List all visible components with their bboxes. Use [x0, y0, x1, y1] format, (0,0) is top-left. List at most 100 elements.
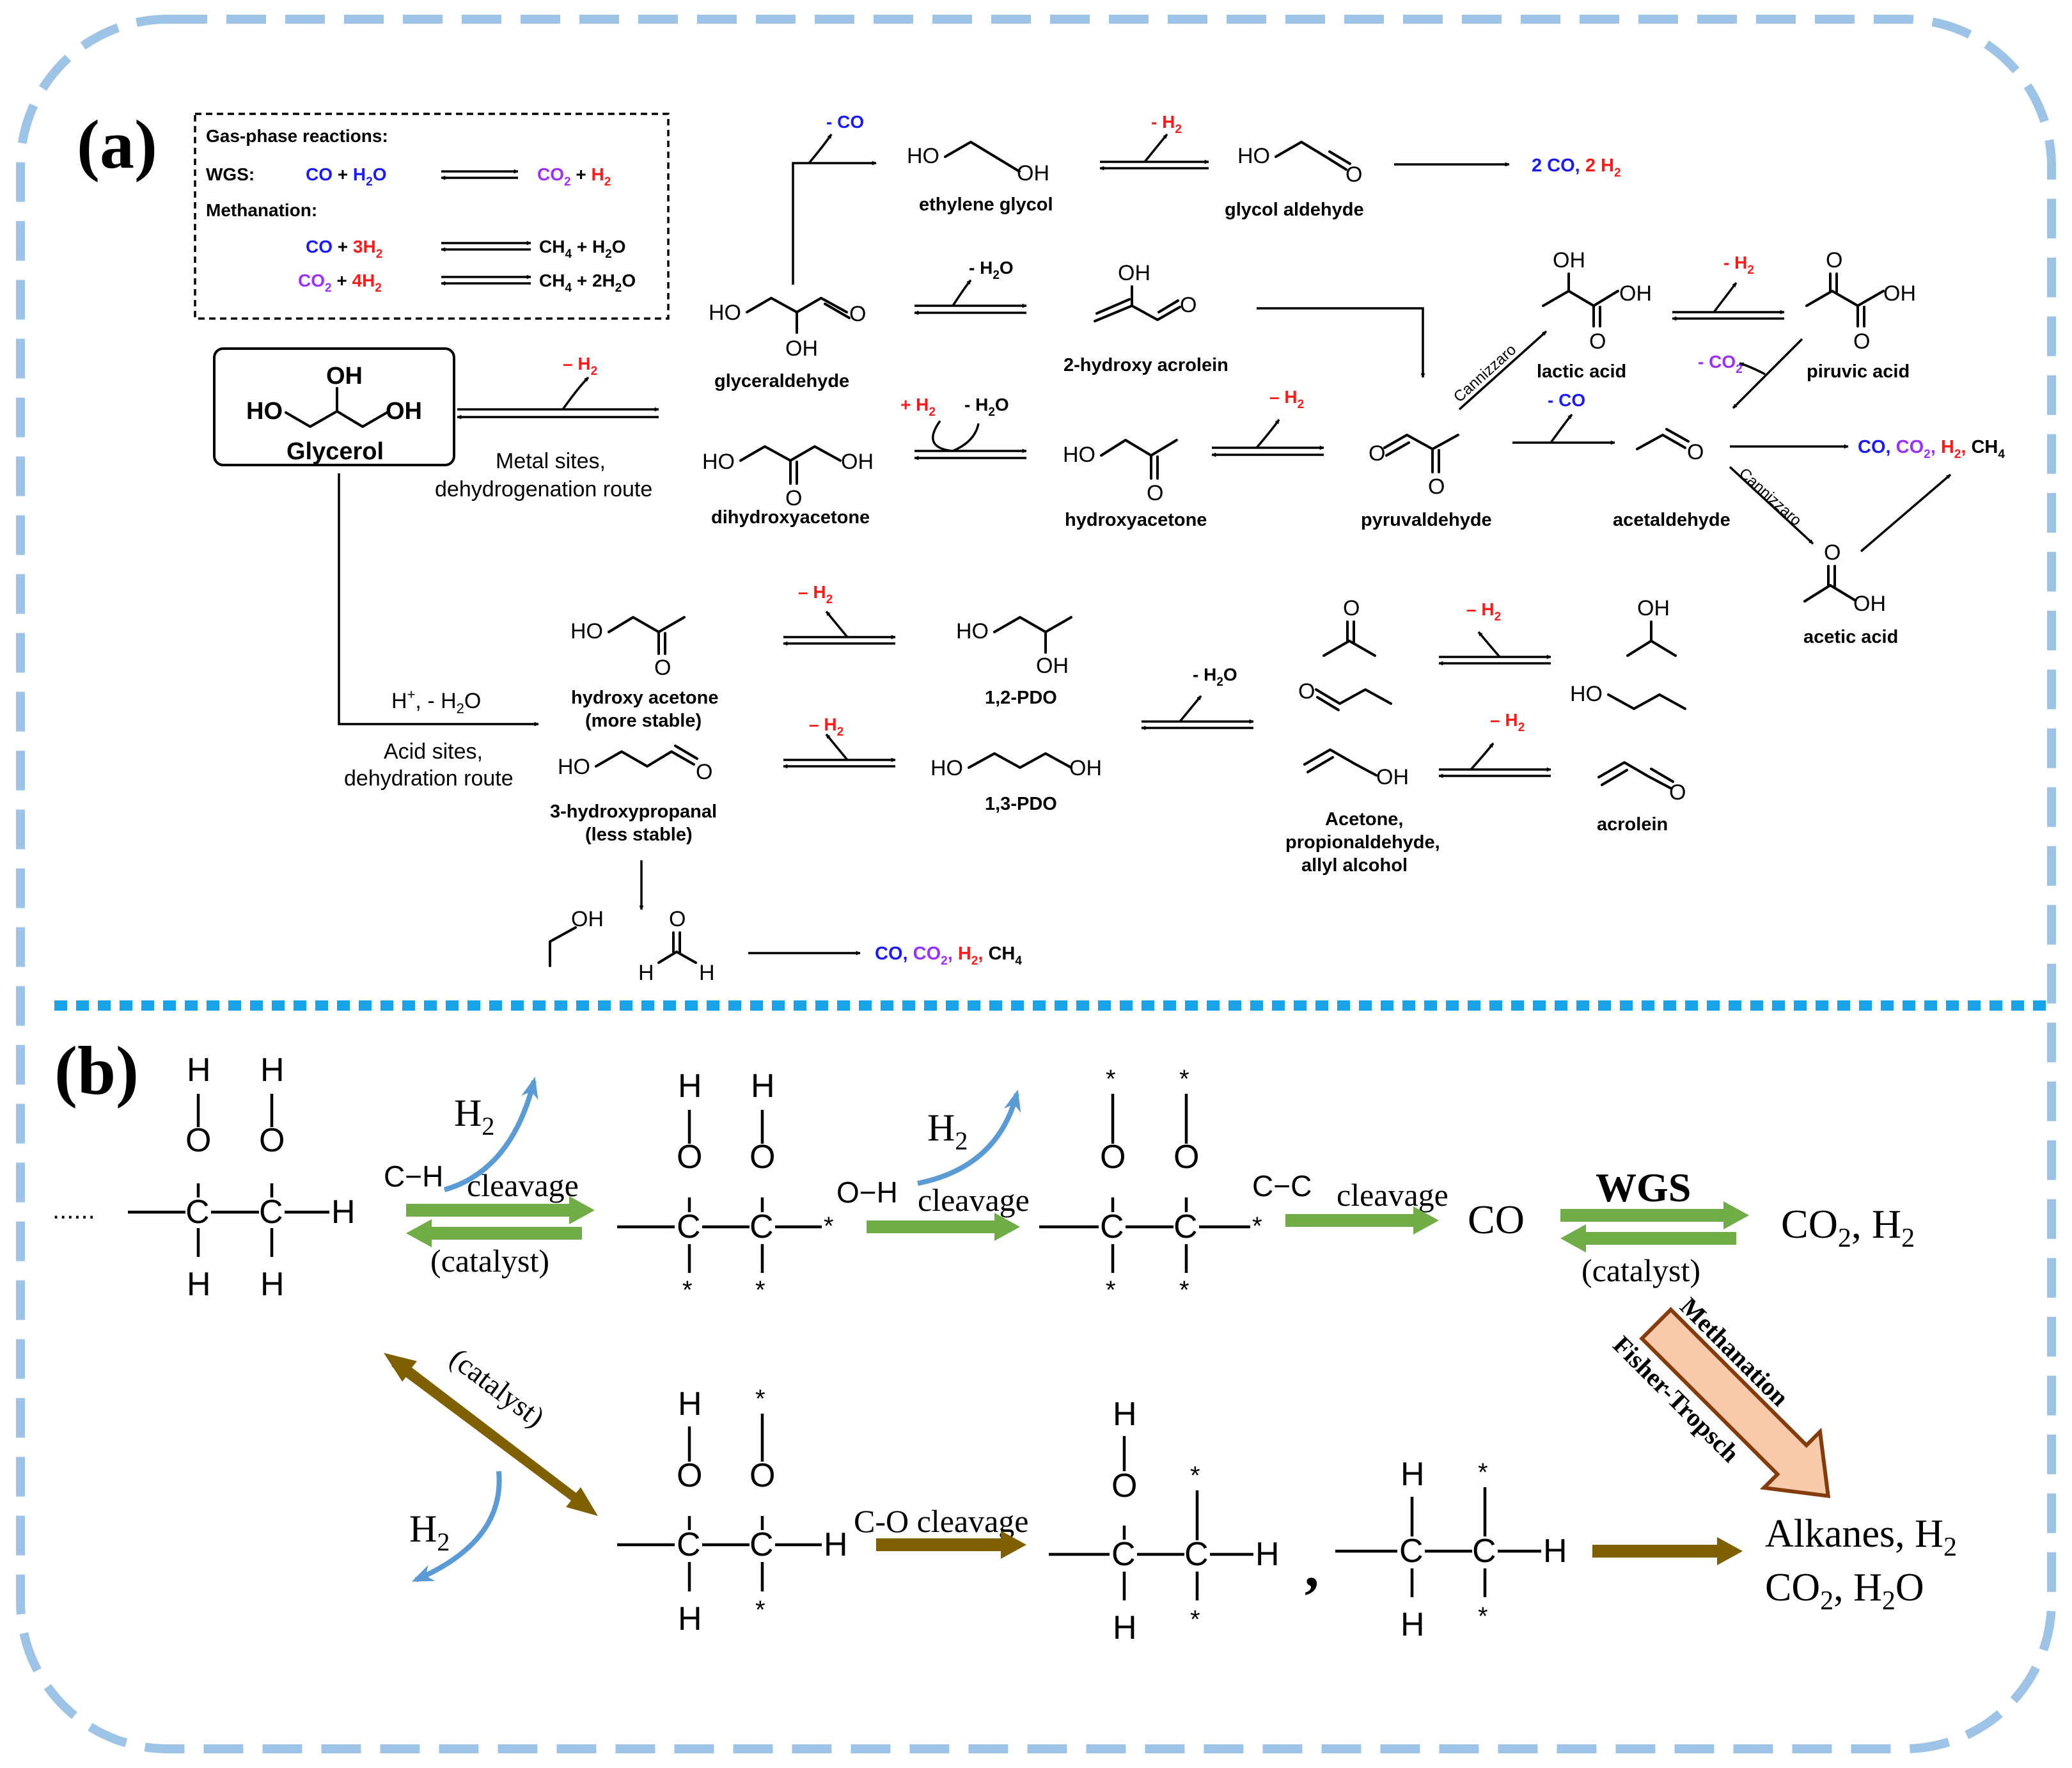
b-wgs-fwd-arrow — [1560, 1201, 1749, 1229]
b5-c2: C — [1184, 1536, 1209, 1573]
gas-phase-title: Gas-phase reactions: — [206, 126, 388, 146]
hac-o: O — [654, 656, 671, 680]
glycerol-oh-right: OH — [386, 398, 422, 425]
eg-bonds — [944, 141, 1021, 173]
b2-c1: C — [677, 1208, 701, 1245]
la-oh2: OH — [1619, 281, 1652, 306]
pa-to-acetaldehyde-arrow — [1732, 338, 1803, 409]
glycerol-backbone — [285, 410, 388, 428]
b5-star-top2: * — [1190, 1462, 1200, 1490]
ha-bonds — [1094, 304, 1181, 322]
ethylene-glycol-structure: HO OH ethylene glycol — [907, 141, 1053, 215]
pyr-o1: O — [1369, 441, 1385, 466]
glycerol-box: OH HO OH Glycerol — [213, 347, 455, 466]
b3-c2: C — [1173, 1208, 1198, 1245]
pa-minus-co2: - CO2 — [1698, 352, 1743, 376]
pa-bonds — [1805, 290, 1885, 307]
acrolein-double1 — [1601, 769, 1628, 786]
b4-h-right: H — [824, 1526, 848, 1563]
pdo-minus-h2o: - H2O — [1193, 665, 1237, 689]
b1-h-right: H — [331, 1194, 356, 1231]
glycerol-ho-left: HO — [246, 398, 283, 425]
acetone-minus-h2: – H2 — [1466, 599, 1501, 624]
pdo12-ho: HO — [956, 619, 989, 643]
hydroxy-acetone-label: hydroxy acetone — [571, 688, 718, 708]
hya-ho: HO — [1063, 443, 1095, 467]
acetaldehyde-label: acetaldehyde — [1613, 510, 1731, 530]
hya-bonds — [1100, 439, 1178, 457]
outer-dashed-border — [16, 15, 2056, 1753]
b6-h-top1: H — [1401, 1456, 1425, 1493]
hydroxyacetone-structure: HO O hydroxyacetone — [1063, 439, 1207, 530]
ac-to-aa-arrow — [1729, 466, 1814, 545]
ha-o: O — [1180, 293, 1197, 317]
ga-ho: HO — [1237, 144, 1270, 168]
b-ch-cleavage: cleavage — [467, 1167, 579, 1203]
wgs-eq-rhs: CO2 + H2 — [537, 164, 611, 189]
ha-to-pyr-arrow — [1257, 307, 1425, 378]
b-molecule-6: C C H H * H * — [1335, 1456, 1567, 1643]
panel-a-label: (a) — [77, 107, 157, 183]
b4-star-bot2: * — [755, 1596, 765, 1624]
pdo12-bonds — [993, 616, 1072, 633]
b1-c2: C — [259, 1194, 283, 1231]
b4-c2: C — [750, 1526, 774, 1563]
b3-star-top1: * — [1106, 1065, 1116, 1093]
b5-star-bot2: * — [1190, 1606, 1200, 1634]
dha-oh: OH — [841, 450, 874, 474]
propanol-bonds — [1607, 693, 1686, 710]
pdo13-oh: OH — [1069, 756, 1102, 780]
gas-phase-box: Gas-phase reactions: WGS: Methanation: C… — [194, 113, 670, 320]
gas-phase-box-frame — [194, 113, 670, 320]
form-h2: H — [699, 961, 715, 985]
eth-bonds — [549, 926, 577, 967]
b-ch-rev-arrow — [406, 1219, 582, 1247]
hac-h2-curve — [825, 610, 849, 638]
b2-o2: O — [750, 1139, 775, 1176]
allyl-double — [1307, 756, 1334, 773]
pdo13-label: 1,3-PDO — [985, 794, 1057, 814]
b4-h-top1: H — [678, 1385, 702, 1423]
b-methanation-block-arrow — [1639, 1307, 1831, 1499]
b3-star-right: * — [1252, 1212, 1262, 1240]
pyruvaldehyde-label: pyruvaldehyde — [1361, 510, 1492, 530]
acid-route-line2: dehydration route — [344, 766, 514, 791]
dha-h2-h2o-curve — [932, 420, 980, 452]
b4-o1: O — [677, 1457, 702, 1494]
ha-cc-double — [1095, 298, 1131, 315]
acetone-group-structures: O O OH Acetone, propionaldehyde, allyl a… — [1285, 596, 1440, 876]
b-ch-catalyst: (catalyst) — [430, 1243, 549, 1279]
ga-products: 2 CO, 2 H2 — [1532, 155, 1621, 180]
pyr-bonds — [1383, 434, 1459, 450]
b5-h-top1: H — [1113, 1396, 1137, 1433]
meth1-lhs: CO + 3H2 — [306, 237, 382, 261]
methanation-label: Methanation: — [206, 200, 317, 220]
b6-star-bot2: * — [1478, 1602, 1488, 1630]
b-molecule-5: C C H O H * H * — [1049, 1396, 1280, 1646]
b-h2-curve-2 — [917, 1089, 1021, 1186]
ac-double — [1665, 428, 1690, 443]
b-oh-arrow — [867, 1213, 1020, 1241]
gly-h2o-curve — [952, 279, 972, 306]
b-co-cleavage: C-O cleavage — [854, 1503, 1028, 1539]
more-stable-label: (more stable) — [585, 711, 702, 731]
hpa-h2-curve — [825, 733, 849, 761]
less-stable-label: (less stable) — [585, 825, 693, 845]
piruvic-acid-structure: O O OH piruvic acid — [1805, 248, 1916, 382]
gly-oh: OH — [785, 336, 818, 361]
form-ch-bonds — [657, 951, 697, 964]
pa-co2-curve — [1739, 362, 1766, 375]
b2-h-top2: H — [751, 1068, 775, 1105]
la-h2-curve — [1713, 281, 1738, 313]
glycerol-frame — [213, 347, 455, 466]
panel-a: (a) Gas-phase reactions: WGS: Methanatio… — [77, 107, 2005, 985]
eg-h2-curve — [1143, 133, 1168, 163]
b-h2-curve-1 — [443, 1077, 538, 1192]
b-co-cleavage-arrow — [876, 1531, 1026, 1559]
b-co: CO — [1468, 1197, 1525, 1242]
glycol-aldehyde-structure: HO O glycol aldehyde — [1225, 141, 1364, 220]
acid-route-reagent: H+, - H2O — [391, 686, 481, 716]
piruvic-acid-label: piruvic acid — [1807, 361, 1910, 382]
propanal-double — [1316, 696, 1340, 711]
glycerol-oh-top: OH — [326, 363, 363, 390]
